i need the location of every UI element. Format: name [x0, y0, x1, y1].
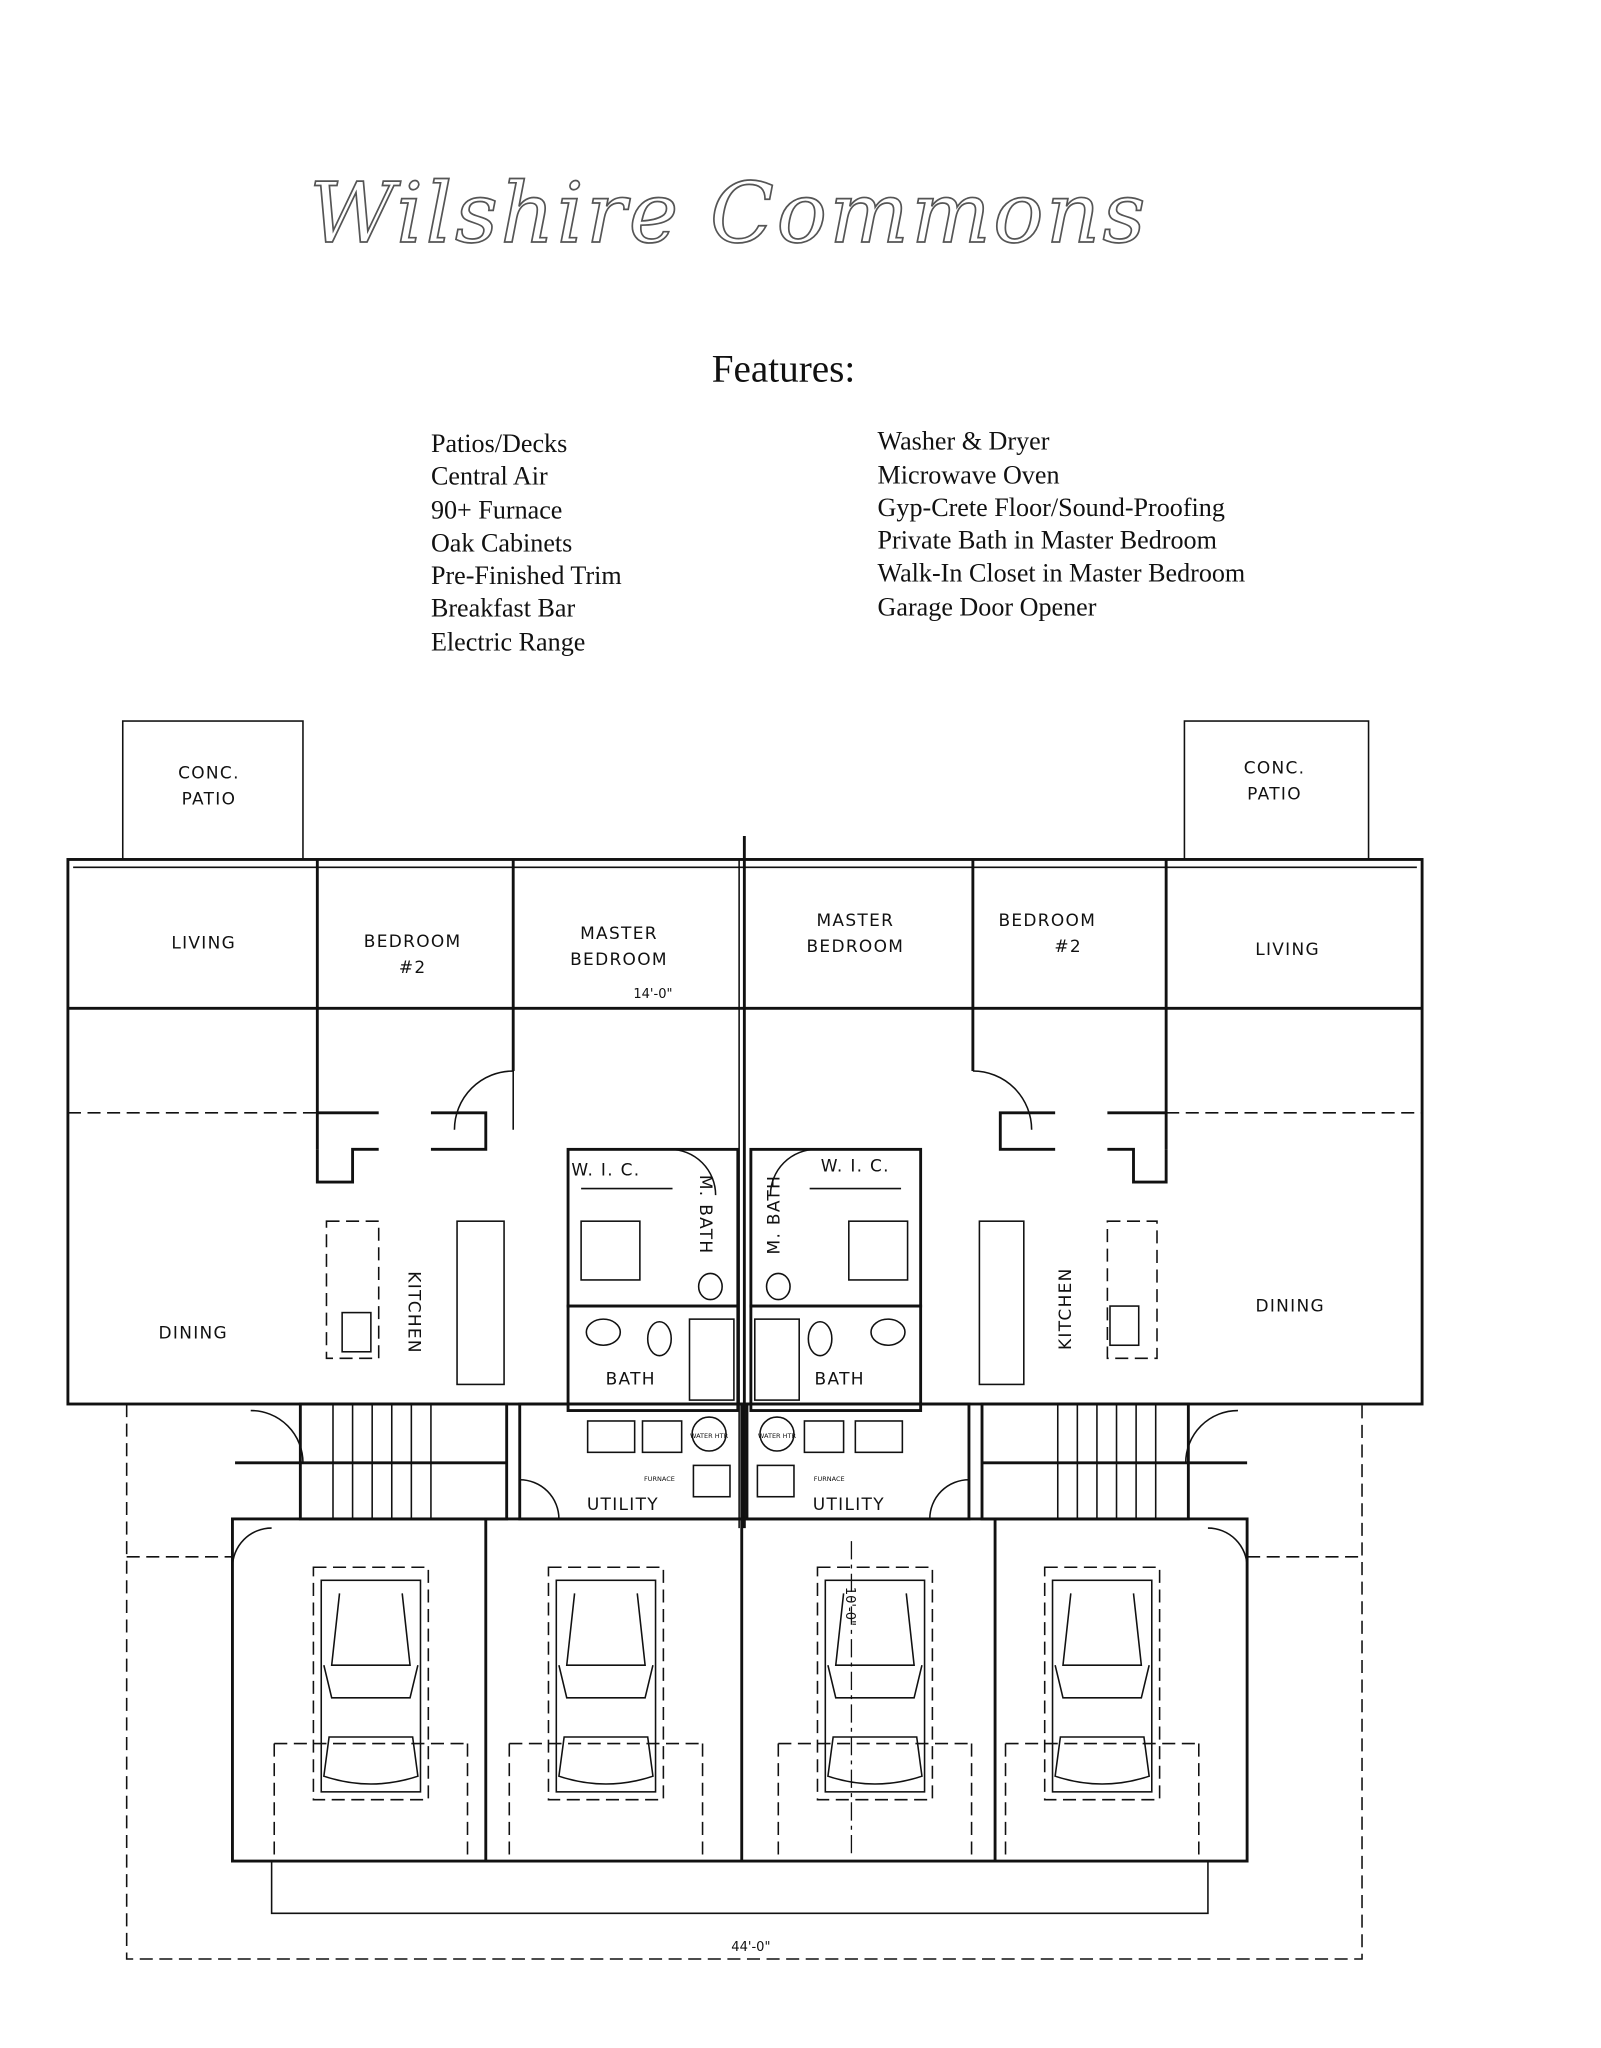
room-label-living: LIVING: [1255, 940, 1320, 960]
feature-item: Gyp-Crete Floor/Sound-Proofing: [878, 493, 1225, 522]
feature-item: Private Bath in Master Bedroom: [878, 526, 1217, 555]
room-label-utility: UTILITY: [813, 1495, 885, 1515]
feature-item: Garage Door Opener: [878, 592, 1097, 621]
patio-label: CONC.: [1244, 758, 1306, 778]
stairs-right: [980, 1402, 1248, 1521]
feature-item: Washer & Dryer: [878, 426, 1050, 455]
room-label-kitchen: KITCHEN: [404, 1271, 424, 1354]
feature-item: Oak Cabinets: [431, 528, 572, 557]
car-icon: [508, 1566, 704, 1855]
feature-item: Central Air: [431, 462, 548, 491]
features-left-list: Patios/Decks Central Air 90+ Furnace Oak…: [431, 429, 622, 656]
feature-item: Microwave Oven: [878, 460, 1060, 489]
dimension-label: 44'-0": [731, 1940, 770, 1955]
room-label-master-bath: M. BATH: [695, 1175, 715, 1255]
room-label-wic: W. I. C.: [571, 1160, 640, 1180]
garages-outline: [231, 1517, 1249, 1863]
feature-item: 90+ Furnace: [431, 496, 562, 525]
room-label-bedroom-2: BEDROOM: [364, 932, 462, 952]
room-label-master: MASTER: [816, 911, 894, 931]
patio-label: CONC.: [178, 763, 240, 783]
patio-label: PATIO: [1247, 784, 1302, 804]
patio-label: PATIO: [182, 790, 237, 810]
room-label-bath: BATH: [606, 1369, 656, 1389]
feature-item: Breakfast Bar: [431, 594, 576, 623]
car-icon: [1004, 1566, 1200, 1855]
furnace-label: FURNACE: [814, 1475, 845, 1483]
car-icon: [777, 1566, 973, 1855]
room-label-master: BEDROOM: [570, 950, 668, 970]
features-right-list: Washer & Dryer Microwave Oven Gyp-Crete …: [878, 426, 1246, 621]
floor-plan: CONC. PATIO CONC. PATIO LIVING BEDROOM #…: [66, 720, 1424, 1960]
document-title: Wilshire Commons: [309, 164, 1148, 262]
stairs-left: [235, 1402, 509, 1521]
dimension-label: 14'-0": [633, 987, 672, 1002]
feature-item: Electric Range: [431, 628, 585, 657]
car-icon: [273, 1566, 469, 1855]
room-label-dining: DINING: [1255, 1296, 1324, 1316]
feature-item: Walk-In Closet in Master Bedroom: [878, 558, 1246, 587]
room-label-wic: W. I. C.: [821, 1157, 890, 1177]
feature-item: Pre-Finished Trim: [431, 561, 622, 590]
water-heater-label: WATER HTR: [690, 1432, 729, 1440]
room-label-bedroom-2: #2: [1054, 937, 1082, 957]
room-label-dining: DINING: [159, 1324, 228, 1344]
room-label-bath: BATH: [815, 1369, 865, 1389]
room-label-master: MASTER: [580, 924, 658, 944]
room-label-utility: UTILITY: [587, 1495, 659, 1515]
room-label-kitchen: KITCHEN: [1056, 1267, 1076, 1350]
furnace-label: FURNACE: [644, 1475, 675, 1483]
room-label-living: LIVING: [171, 933, 236, 953]
room-label-master-bath: M. BATH: [765, 1175, 785, 1255]
room-label-master: BEDROOM: [806, 937, 904, 957]
room-label-bedroom-2: #2: [399, 958, 427, 978]
dimension-label: 10'-0": [842, 1587, 857, 1626]
features-heading: Features:: [712, 348, 856, 391]
water-heater-label: WATER HTR: [758, 1432, 797, 1440]
feature-item: Patios/Decks: [431, 429, 567, 458]
room-label-bedroom-2: BEDROOM: [998, 911, 1096, 931]
